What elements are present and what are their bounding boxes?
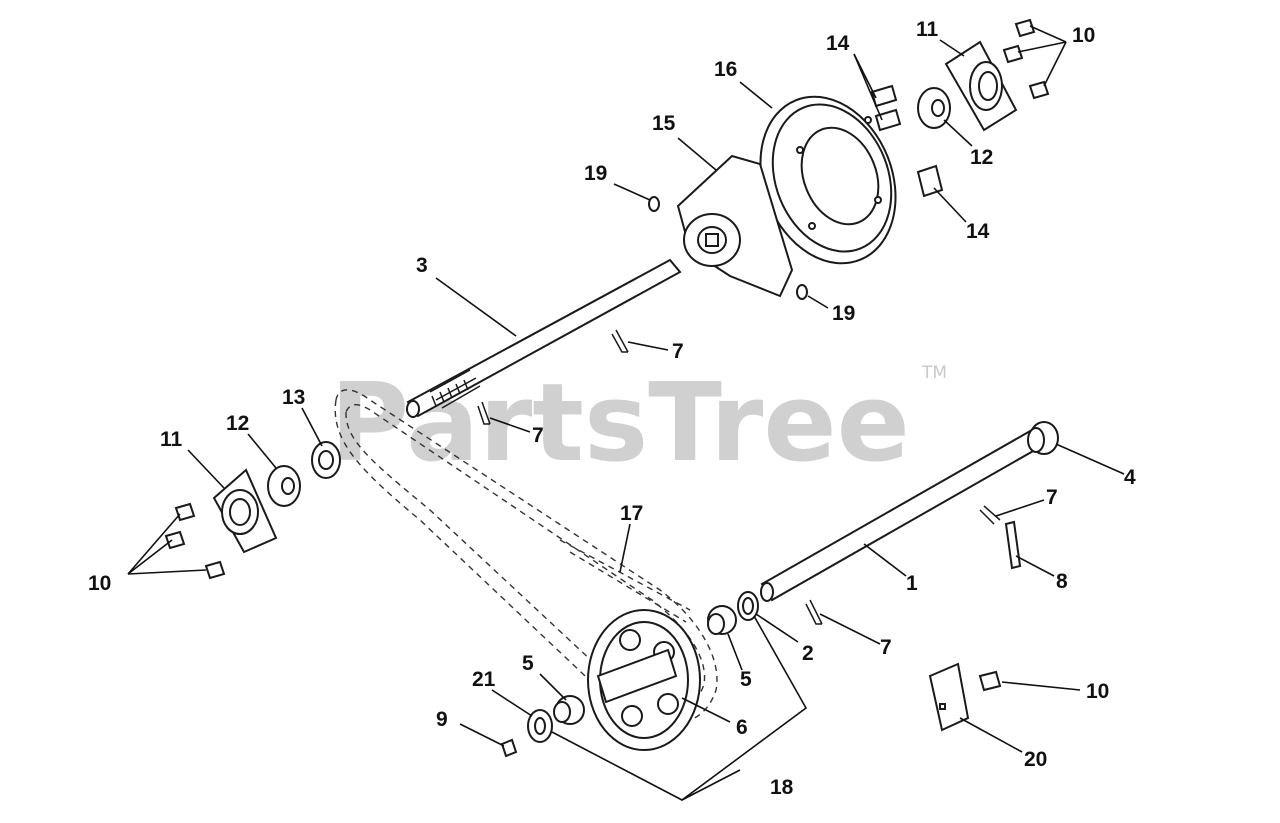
clip-7-a bbox=[611, 329, 629, 353]
flange-bearing-upper bbox=[944, 40, 1018, 132]
callout-7-right: 7 bbox=[1046, 486, 1058, 509]
callout-15: 15 bbox=[652, 112, 676, 135]
callout-21: 21 bbox=[472, 668, 496, 691]
callout-19-lower: 19 bbox=[832, 302, 855, 325]
callout-7-lower: 7 bbox=[880, 636, 892, 659]
clip-7-b bbox=[477, 401, 491, 425]
callout-11-left: 11 bbox=[160, 428, 183, 451]
bracket-20-hole bbox=[939, 703, 946, 710]
callout-12-left: 12 bbox=[226, 412, 249, 435]
flange-bearing-lower bbox=[212, 468, 278, 554]
callout-18: 18 bbox=[770, 776, 794, 799]
bearing-5-right bbox=[707, 605, 737, 635]
watermark-text: PartsTree bbox=[330, 361, 910, 486]
leader-lines bbox=[127, 25, 1125, 801]
callout-16: 16 bbox=[714, 58, 737, 81]
washer-19-upper bbox=[648, 196, 660, 212]
hub-bracket bbox=[676, 154, 794, 298]
bolts-flange-lower bbox=[164, 502, 226, 580]
callout-10-left: 10 bbox=[88, 572, 111, 595]
callout-8: 8 bbox=[1056, 570, 1068, 593]
pulley bbox=[759, 95, 897, 265]
callout-7-upper: 7 bbox=[672, 340, 684, 363]
bearing-insert-lower bbox=[267, 465, 301, 507]
callout-1: 1 bbox=[906, 572, 918, 595]
washer-21 bbox=[527, 709, 553, 743]
washer-2 bbox=[737, 591, 759, 621]
bolt-10-bracket bbox=[978, 670, 1002, 692]
large-sprocket bbox=[587, 609, 701, 751]
small-sprocket bbox=[311, 441, 341, 479]
bracket-20 bbox=[928, 662, 970, 732]
callout-7-left: 7 bbox=[532, 424, 544, 447]
callout-20: 20 bbox=[1024, 748, 1047, 771]
callout-numbers: 1 2 3 4 5 5 6 7 7 7 7 8 9 10 10 10 11 11… bbox=[88, 18, 1136, 799]
bolt-9 bbox=[500, 738, 518, 758]
axle-bushing bbox=[1027, 421, 1059, 455]
callout-5-right: 5 bbox=[740, 668, 752, 691]
washer-19-lower bbox=[796, 284, 808, 300]
callout-19-upper: 19 bbox=[584, 162, 607, 185]
bearing-5-left bbox=[553, 695, 585, 725]
callout-2: 2 bbox=[802, 642, 814, 665]
bolts-flange-upper bbox=[1002, 18, 1050, 100]
callout-10-lower: 10 bbox=[1086, 680, 1109, 703]
upper-shaft bbox=[406, 258, 682, 418]
clip-7-d bbox=[805, 599, 823, 625]
callout-3: 3 bbox=[416, 254, 428, 277]
callout-5-left: 5 bbox=[522, 652, 534, 675]
watermark-trademark: TM bbox=[921, 363, 947, 383]
callout-10-upper: 10 bbox=[1072, 24, 1095, 47]
callout-13: 13 bbox=[282, 386, 305, 409]
callout-6: 6 bbox=[736, 716, 748, 739]
pin-8 bbox=[1004, 520, 1022, 570]
callout-14-upper: 14 bbox=[826, 32, 850, 55]
callout-4: 4 bbox=[1124, 466, 1136, 489]
callout-11-upper: 11 bbox=[916, 18, 939, 41]
callout-14-lower: 14 bbox=[966, 220, 990, 243]
callout-12-upper: 12 bbox=[970, 146, 993, 169]
clip-7-c bbox=[979, 505, 1001, 525]
drive-chain bbox=[334, 389, 718, 725]
callout-17: 17 bbox=[620, 502, 643, 525]
bearing-insert-upper bbox=[917, 87, 951, 129]
callout-9: 9 bbox=[436, 708, 448, 731]
